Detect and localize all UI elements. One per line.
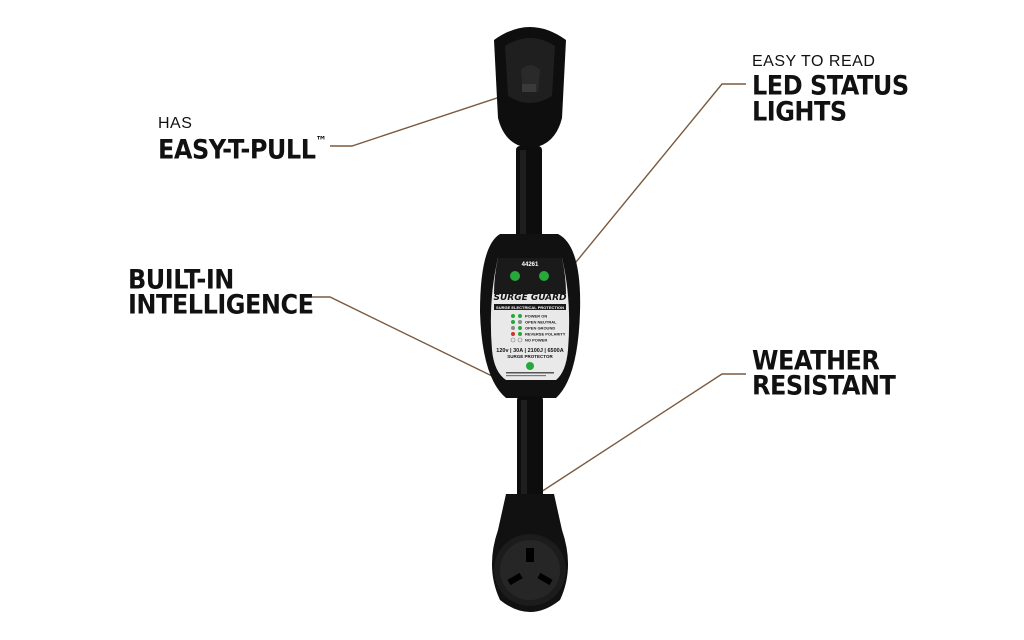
model-number: 44261	[522, 262, 539, 268]
callout-prefix: EASY TO READ	[752, 53, 876, 70]
upper-cable	[516, 146, 542, 238]
callout-title-line-2: LIGHTS	[752, 96, 847, 128]
spec-caption: SURGE PROTECTOR	[507, 354, 553, 359]
status-light-label: OPEN NEUTRAL	[525, 320, 557, 325]
led-indicator-bottom	[526, 362, 534, 370]
callout-led-status-lights: EASY TO READ LED STATUS LIGHTS	[752, 53, 909, 128]
callout-weather-resistant: WEATHER RESISTANT	[752, 344, 896, 402]
leader-line-easy-pull	[330, 87, 528, 147]
callout-prefix: HAS	[158, 115, 193, 132]
callout-built-in-intelligence: BUILT-IN INTELLIGENCE	[128, 263, 314, 321]
trademark-symbol: ™	[315, 133, 327, 149]
status-light-label: OPEN GROUND	[525, 326, 555, 331]
led-indicator-right	[539, 271, 549, 281]
callout-title-text: EASY-T-PULL	[158, 133, 316, 166]
lower-cable	[517, 396, 543, 500]
led-indicator-left	[510, 271, 520, 281]
protector-housing: 44261 SURGE GUARD SURGE ELECTRICAL PROTE…	[480, 234, 581, 398]
male-plug-head	[494, 27, 566, 148]
status-light-label: REVERSE POLARITY	[525, 332, 566, 337]
callout-title: EASY-T-PULL™	[158, 133, 327, 166]
leader-line-weather	[520, 373, 746, 506]
leader-line-intelligence	[312, 296, 532, 396]
female-receptacle-head	[491, 494, 569, 612]
callout-title-line-1: LED STATUS	[752, 69, 909, 102]
callout-title-line-1: BUILT-IN	[128, 263, 234, 296]
status-light-label: POWER ON	[525, 314, 547, 319]
brand-logo: SURGE GUARD	[493, 293, 567, 303]
status-light-label: NO POWER	[525, 338, 547, 343]
device-subtitle: SURGE ELECTRICAL PROTECTION	[496, 305, 564, 310]
callout-title-line-2: INTELLIGENCE	[128, 288, 314, 321]
spec-line: 120v | 30A | 2100J | 6500A	[496, 348, 563, 354]
callout-title-line-1: WEATHER	[752, 344, 880, 377]
leader-line-led	[525, 83, 746, 324]
callout-title-line-2: RESISTANT	[752, 369, 896, 402]
callout-easy-t-pull: HAS EASY-T-PULL™	[158, 115, 327, 166]
